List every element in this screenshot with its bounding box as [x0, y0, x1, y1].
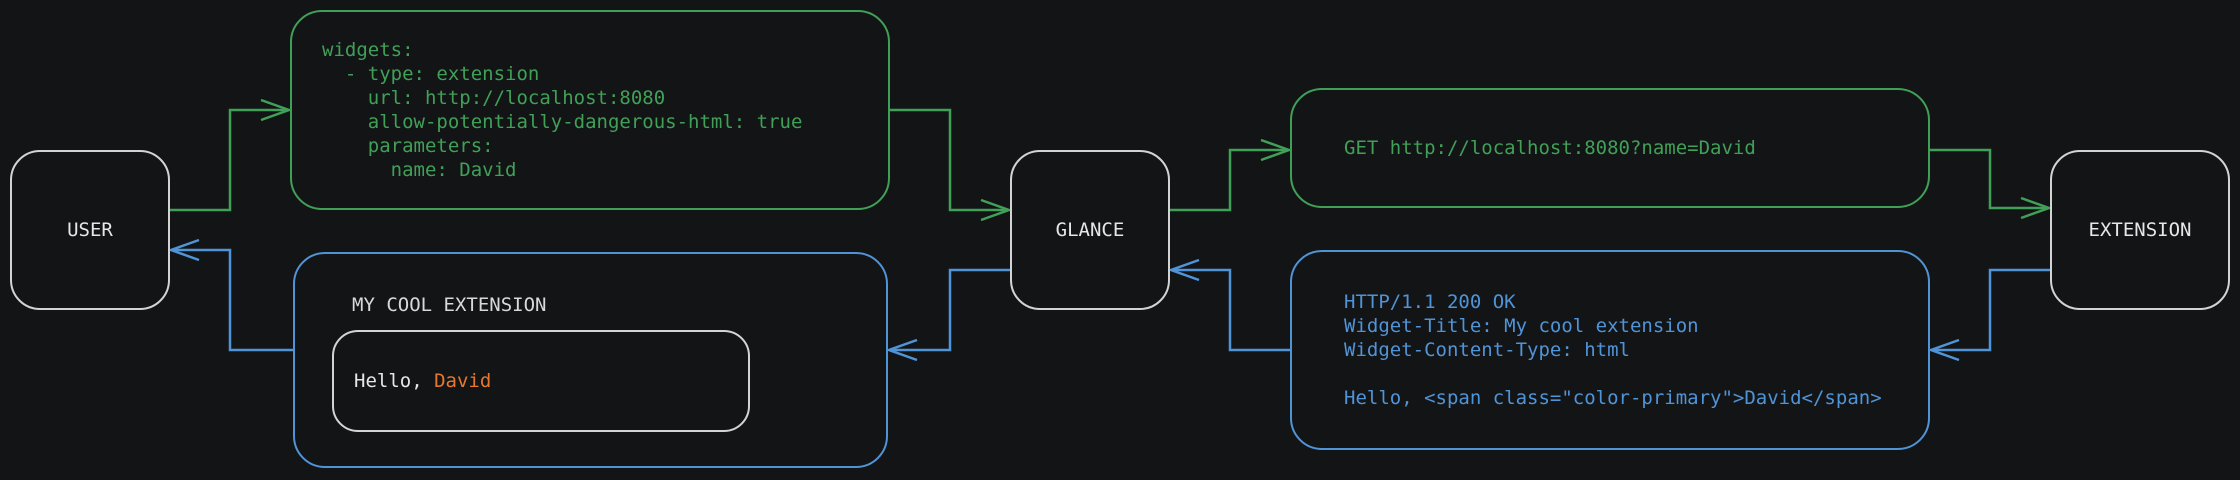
- connector-extension-to-response: [1927, 268, 2050, 362]
- connector-widget-to-user: [167, 238, 293, 352]
- widget-title: MY COOL EXTENSION: [352, 294, 547, 316]
- arrow-right-icon: [260, 98, 293, 122]
- http-response-box: HTTP/1.1 200 OK Widget-Title: My cool ex…: [1290, 250, 1930, 450]
- connector-glance-to-request: [1170, 138, 1293, 212]
- arrow-left-icon: [1167, 258, 1200, 282]
- node-glance: GLANCE: [1010, 150, 1170, 310]
- http-request-box: GET http://localhost:8080?name=David: [1290, 88, 1930, 208]
- node-user: USER: [10, 150, 170, 310]
- connector-config-to-glance: [890, 108, 1013, 222]
- connector-user-to-config: [170, 98, 293, 212]
- arrow-left-icon: [167, 238, 200, 262]
- node-user-label: USER: [67, 219, 113, 241]
- config-yaml-box: widgets: - type: extension url: http://l…: [290, 10, 890, 210]
- node-extension: EXTENSION: [2050, 150, 2230, 310]
- http-request-text: GET http://localhost:8080?name=David: [1344, 137, 1756, 159]
- greeting-prefix: Hello,: [354, 370, 435, 392]
- arrow-left-icon: [885, 338, 918, 362]
- connector-request-to-extension: [1930, 148, 2053, 220]
- greeting-name: David: [434, 370, 492, 392]
- arrow-right-icon: [980, 198, 1013, 222]
- arrow-right-icon: [1260, 138, 1293, 162]
- arrow-left-icon: [1927, 338, 1960, 362]
- node-extension-label: EXTENSION: [2088, 219, 2192, 241]
- widget-content-box: Hello, David: [332, 330, 750, 432]
- arrow-right-icon: [2020, 196, 2053, 220]
- http-response-text: HTTP/1.1 200 OK Widget-Title: My cool ex…: [1344, 291, 1882, 409]
- node-glance-label: GLANCE: [1055, 219, 1125, 241]
- connector-glance-to-widget: [885, 268, 1010, 362]
- connector-response-to-glance: [1167, 258, 1290, 352]
- widget-preview-box: MY COOL EXTENSION Hello, David: [293, 252, 888, 468]
- config-yaml-text: widgets: - type: extension url: http://l…: [322, 39, 803, 181]
